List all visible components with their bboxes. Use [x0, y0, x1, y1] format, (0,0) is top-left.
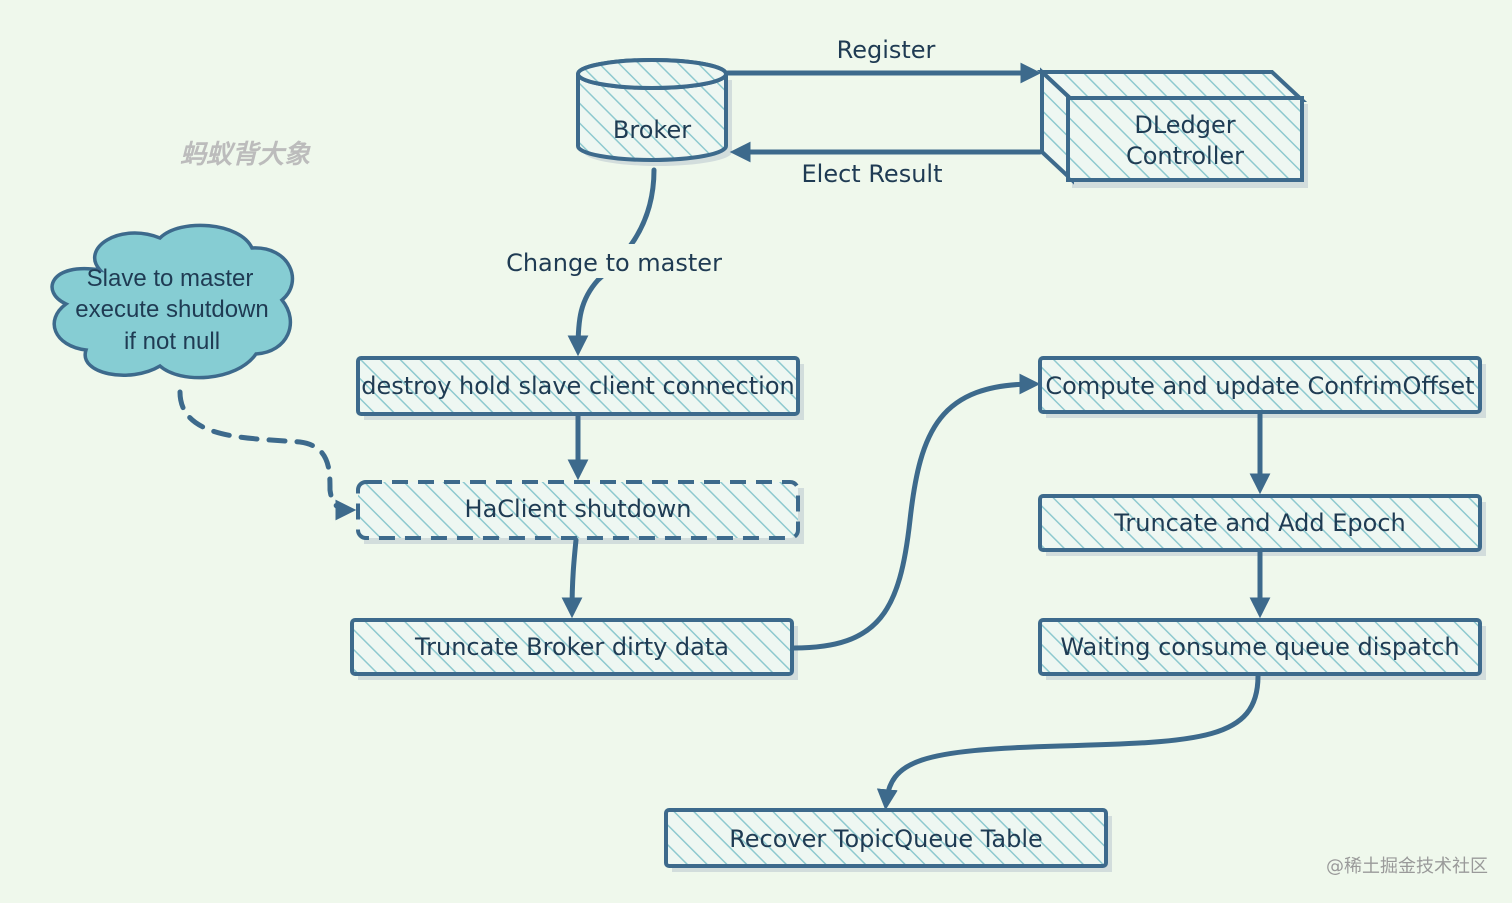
truncate-broker-label: Truncate Broker dirty data [414, 633, 729, 661]
destroy-connection-label: destroy hold slave client connection [361, 372, 794, 400]
credit-text: @稀土掘金技术社区 [1326, 856, 1488, 877]
recover-table-node: Recover TopicQueue Table [664, 808, 1112, 872]
truncate-epoch-label: Truncate and Add Epoch [1113, 509, 1406, 537]
truncate-epoch-node: Truncate and Add Epoch [1038, 494, 1486, 556]
waiting-dispatch-label: Waiting consume queue dispatch [1060, 633, 1459, 661]
controller-label-line1: DLedger [1134, 111, 1235, 139]
dledger-controller-node: DLedger Controller [1036, 67, 1308, 188]
cloud-text-line3: if not null [124, 328, 220, 355]
haclient-shutdown-node: HaClient shutdown [356, 480, 804, 544]
broker-label: Broker [613, 116, 691, 144]
register-label: Register [837, 36, 936, 64]
recover-table-label: Recover TopicQueue Table [729, 825, 1043, 853]
edge-haclient-to-truncate [561, 537, 583, 619]
compute-offset-label: Compute and update ConfrimOffset [1045, 372, 1474, 400]
haclient-shutdown-label: HaClient shutdown [465, 495, 692, 523]
waiting-dispatch-node: Waiting consume queue dispatch [1038, 618, 1486, 680]
cloud-note: Slave to master execute shutdown if not … [50, 223, 295, 380]
cloud-dashed-edge [177, 389, 357, 521]
destroy-connection-node: destroy hold slave client connection [356, 356, 804, 420]
cloud-text-line1: Slave to master [87, 265, 254, 292]
watermark-text: 蚂蚁背大象 [180, 140, 311, 170]
controller-label-line2: Controller [1126, 142, 1244, 170]
change-to-master-label: Change to master [506, 249, 722, 277]
broker-node: Broker [576, 58, 732, 166]
elect-result-label: Elect Result [802, 160, 943, 188]
edge-truncate-to-compute [791, 373, 1041, 651]
cloud-text-line2: execute shutdown [75, 296, 268, 323]
compute-offset-node: Compute and update ConfrimOffset [1038, 356, 1486, 418]
edge-waiting-to-recover [876, 673, 1261, 811]
truncate-broker-node: Truncate Broker dirty data [350, 618, 798, 680]
